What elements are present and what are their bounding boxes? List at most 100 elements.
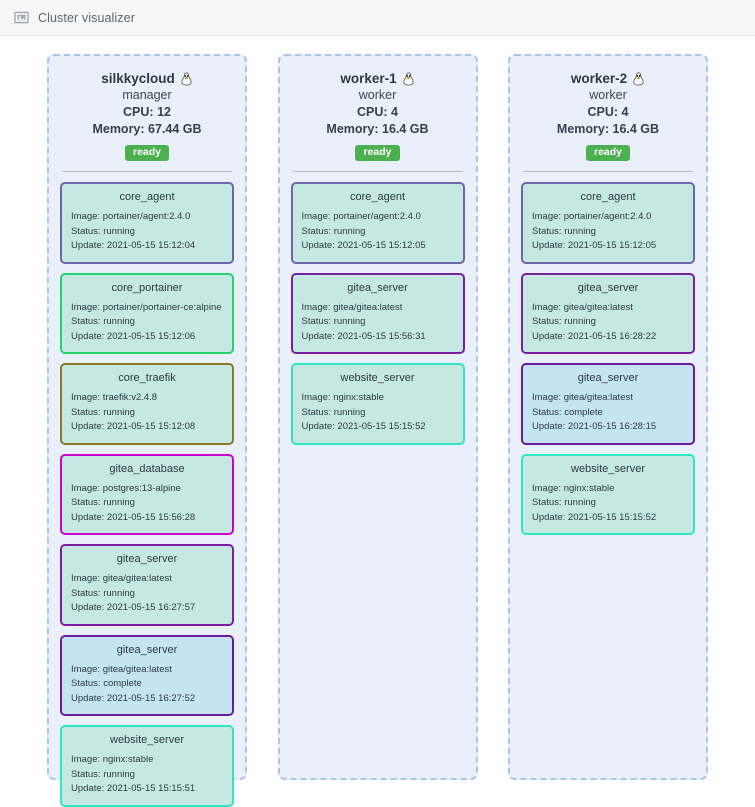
container-status: Status: running (71, 225, 135, 237)
container-card[interactable]: gitea_server Image: gitea/gitea:latest S… (521, 272, 695, 354)
container-status: Status: running (71, 316, 135, 327)
container-name: website_server (110, 734, 184, 746)
container-card[interactable]: core_agent Image: portainer/agent:2.4.0 … (60, 182, 234, 264)
container-card[interactable]: website_server Image: nginx:stable Statu… (521, 453, 695, 535)
node-cpu: CPU: 4 (357, 105, 398, 119)
container-image: Image: gitea/gitea:latest (532, 392, 633, 403)
container-update: Update: 2021-05-15 16:27:52 (71, 692, 196, 704)
container-image: Image: portainer/agent:2.4.0 (71, 211, 191, 222)
container-card[interactable]: core_agent Image: portainer/agent:2.4.0 … (290, 182, 465, 264)
node-cpu: CPU: 12 (123, 105, 171, 119)
node-name-row: worker-2 (521, 70, 695, 87)
node-hostname: worker-1 (340, 71, 397, 86)
node-cpu: CPU: 4 (587, 105, 629, 119)
container-image: Image: portainer/portainer-ce:alpine (71, 301, 222, 313)
container-status: Status: running (71, 587, 135, 599)
container-name: core_agent (349, 191, 406, 203)
container-image: Image: gitea/gitea:latest (71, 573, 172, 584)
node-card[interactable]: worker-2 worker CPU: 4 Memory: 16.4 GB r… (508, 54, 708, 780)
container-update: Update: 2021-05-15 15:15:51 (71, 783, 196, 794)
container-status: Status: running (532, 316, 596, 327)
node-status-badge-wrap: ready (291, 142, 465, 161)
container-name: gitea_server (116, 643, 178, 656)
container-name: website_server (571, 462, 645, 475)
node-name-row: worker-1 (291, 70, 465, 87)
container-name: core_traefik (118, 372, 176, 384)
node-status-badge-wrap: ready (521, 142, 695, 161)
container-card[interactable]: gitea_server Image: gitea/gitea:latest S… (290, 272, 465, 354)
node-card[interactable]: silkkycloud manager CPU: 12 Memory: 67.4… (47, 54, 247, 807)
container-update: Update: 2021-05-15 16:28:22 (532, 330, 657, 342)
container-update: Update: 2021-05-15 15:12:05 (301, 240, 426, 251)
container-image: Image: nginx:stable (71, 754, 154, 765)
container-card[interactable]: core_portainer Image: portainer/portaine… (60, 272, 234, 354)
container-update: Update: 2021-05-15 16:28:15 (532, 421, 657, 432)
container-status: Status: running (301, 406, 366, 418)
container-status: Status: running (532, 497, 596, 508)
container-image: Image: nginx:stable (301, 392, 384, 403)
container-status: Status: running (532, 225, 596, 237)
container-update: Update: 2021-05-15 16:27:57 (71, 602, 196, 613)
container-status: Status: running (71, 497, 135, 508)
container-update: Update: 2021-05-15 15:56:31 (301, 330, 426, 342)
container-status: Status: running (301, 316, 366, 327)
container-update: Update: 2021-05-15 15:15:52 (301, 421, 426, 432)
container-name: core_agent (119, 191, 175, 203)
node-role: worker (589, 88, 627, 102)
container-status: Status: running (301, 225, 366, 237)
cluster-visualizer-canvas: silkkycloud manager CPU: 12 Memory: 67.4… (0, 36, 755, 807)
status-badge: ready (585, 145, 631, 161)
container-name: gitea_server (116, 553, 178, 565)
container-update: Update: 2021-05-15 15:12:04 (71, 240, 196, 251)
node-header: silkkycloud manager CPU: 12 Memory: 67.4… (60, 69, 234, 163)
container-image: Image: portainer/agent:2.4.0 (301, 211, 421, 222)
container-status: Status: running (71, 768, 135, 780)
container-update: Update: 2021-05-15 15:12:05 (532, 240, 657, 251)
node-name-row: silkkycloud (60, 70, 234, 87)
container-image: Image: portainer/agent:2.4.0 (532, 211, 652, 222)
node-header: worker-1 worker CPU: 4 Memory: 16.4 GB r… (291, 69, 465, 163)
container-name: gitea_server (577, 281, 639, 294)
container-card[interactable]: gitea_server Image: gitea/gitea:latest S… (521, 363, 695, 445)
node-memory: Memory: 67.44 GB (92, 122, 202, 136)
container-card[interactable]: gitea_database Image: postgres:13-alpine… (60, 453, 234, 535)
container-card[interactable]: core_agent Image: portainer/agent:2.4.0 … (521, 182, 695, 264)
node-hostname: silkkycloud (101, 71, 175, 86)
node-divider (523, 171, 693, 172)
node-divider (292, 171, 463, 172)
container-status: Status: running (71, 406, 135, 418)
node-divider (62, 171, 232, 172)
node-role: manager (122, 88, 172, 102)
container-name: website_server (340, 372, 415, 384)
container-list: core_agent Image: portainer/agent:2.4.0 … (521, 182, 695, 535)
container-card[interactable]: website_server Image: nginx:stable Statu… (60, 725, 234, 807)
node-header: worker-2 worker CPU: 4 Memory: 16.4 GB r… (521, 69, 695, 163)
container-image: Image: gitea/gitea:latest (532, 301, 633, 313)
container-name: gitea_server (577, 372, 639, 384)
node-role: worker (358, 88, 397, 102)
node-memory: Memory: 16.4 GB (556, 122, 660, 136)
status-badge: ready (355, 145, 400, 161)
container-name: core_agent (580, 191, 636, 203)
container-card[interactable]: gitea_server Image: gitea/gitea:latest S… (60, 544, 234, 626)
container-update: Update: 2021-05-15 15:56:28 (71, 511, 196, 523)
container-image: Image: postgres:13-alpine (71, 482, 181, 494)
container-update: Update: 2021-05-15 15:12:06 (71, 330, 196, 342)
container-card[interactable]: gitea_server Image: gitea/gitea:latest S… (60, 634, 234, 716)
node-hostname: worker-2 (570, 71, 628, 86)
status-badge: ready (124, 145, 170, 161)
linux-penguin-icon (403, 72, 414, 85)
container-card[interactable]: core_traefik Image: traefik:v2.4.8 Statu… (60, 363, 234, 445)
container-list: core_agent Image: portainer/agent:2.4.0 … (60, 182, 234, 807)
node-card[interactable]: worker-1 worker CPU: 4 Memory: 16.4 GB r… (277, 54, 478, 780)
container-image: Image: nginx:stable (532, 482, 615, 494)
container-image: Image: gitea/gitea:latest (301, 301, 403, 313)
container-name: gitea_server (347, 281, 408, 294)
node-status-badge-wrap: ready (60, 142, 234, 161)
container-list: core_agent Image: portainer/agent:2.4.0 … (290, 182, 465, 445)
window-titlebar: Cluster visualizer (0, 0, 755, 36)
container-status: Status: complete (71, 678, 142, 689)
linux-penguin-icon (633, 72, 644, 85)
container-update: Update: 2021-05-15 15:15:52 (532, 511, 657, 523)
container-card[interactable]: website_server Image: nginx:stable Statu… (290, 363, 465, 445)
